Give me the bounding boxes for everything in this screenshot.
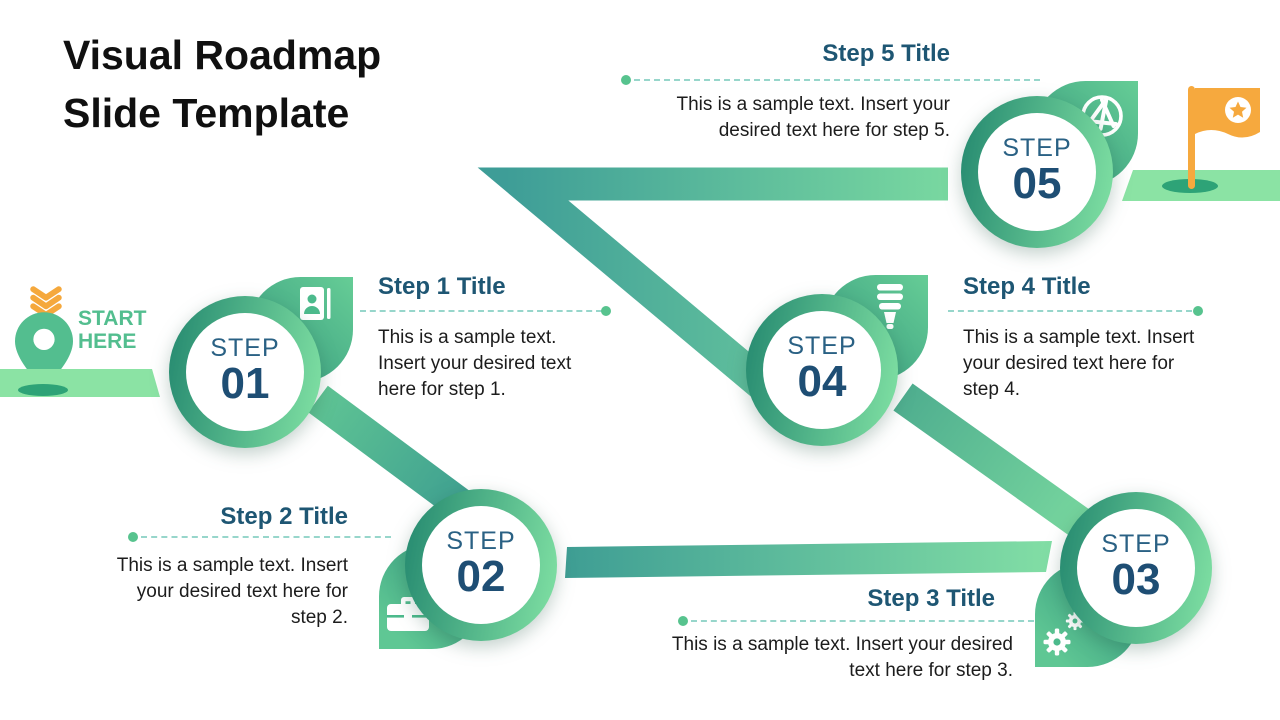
step1-label: STEP xyxy=(210,334,280,363)
step1-circle-inner: STEP 01 xyxy=(186,313,304,431)
step5-circle-inner: STEP 05 xyxy=(978,113,1096,231)
step2-number: 02 xyxy=(456,552,506,602)
connector-step2-step3 xyxy=(565,541,1052,578)
step5-title: Step 5 Title xyxy=(822,40,950,67)
connector-step4-step3 xyxy=(893,383,1104,547)
step4-dashed-rule xyxy=(948,310,1192,312)
cfl-bulb-icon xyxy=(877,284,903,329)
step1-number: 01 xyxy=(220,359,270,409)
step2-circle-inner: STEP 02 xyxy=(422,506,540,624)
step3-title: Step 3 Title xyxy=(867,585,995,612)
step2-description: This is a sample text. Insert your desir… xyxy=(116,555,348,628)
step5-dashed-rule xyxy=(634,79,1040,81)
step2-circle: STEP 02 xyxy=(405,489,557,641)
step5-description: This is a sample text. Insert your desir… xyxy=(676,94,951,141)
start-here-line1: START xyxy=(78,307,147,330)
step3-description: This is a sample text. Insert your desir… xyxy=(671,634,1013,681)
start-here-line2: HERE xyxy=(78,330,137,354)
location-pin-icon xyxy=(15,312,73,388)
step2-title: Step 2 Title xyxy=(220,503,348,530)
step4-description: This is a sample text. Insert your desir… xyxy=(963,327,1195,400)
step5-rule-dot xyxy=(621,75,631,85)
connector-step4-step5 xyxy=(477,167,948,425)
step1-description: This is a sample text. Insert your desir… xyxy=(378,327,572,400)
step3-number: 03 xyxy=(1111,555,1161,605)
page-title: Visual Roadmap Slide Template xyxy=(63,32,382,137)
step2-rule-dot xyxy=(128,532,138,542)
step5-number: 05 xyxy=(1012,159,1062,209)
step1-title: Step 1 Title xyxy=(378,273,506,300)
step3-circle: STEP 03 xyxy=(1060,492,1212,644)
step5-label: STEP xyxy=(1002,134,1072,163)
pin-shadow xyxy=(18,384,68,396)
step4-title: Step 4 Title xyxy=(963,273,1091,300)
step3-rule-dot xyxy=(678,616,688,626)
gears-icon xyxy=(1043,611,1085,656)
step3-circle-inner: STEP 03 xyxy=(1077,509,1195,627)
step4-number: 04 xyxy=(797,357,847,407)
step1-dashed-rule xyxy=(360,310,602,312)
step1-rule-dot xyxy=(601,306,611,316)
step4-rule-dot xyxy=(1193,306,1203,316)
briefcase-icon xyxy=(387,597,429,631)
start-here-label: START HERE xyxy=(78,307,146,353)
contact-card-icon xyxy=(300,287,331,320)
step4-label: STEP xyxy=(787,332,857,361)
goal-flag-icon xyxy=(1188,86,1260,189)
step1-circle: STEP 01 xyxy=(169,296,321,448)
step5-circle: STEP 05 xyxy=(961,96,1113,248)
step2-dashed-rule xyxy=(141,536,391,538)
step4-circle: STEP 04 xyxy=(746,294,898,446)
connector-step1-step2 xyxy=(308,385,475,522)
step3-label: STEP xyxy=(1101,530,1171,559)
step4-circle-inner: STEP 04 xyxy=(763,311,881,429)
step3-dashed-rule xyxy=(691,620,1143,622)
step2-label: STEP xyxy=(446,527,516,556)
